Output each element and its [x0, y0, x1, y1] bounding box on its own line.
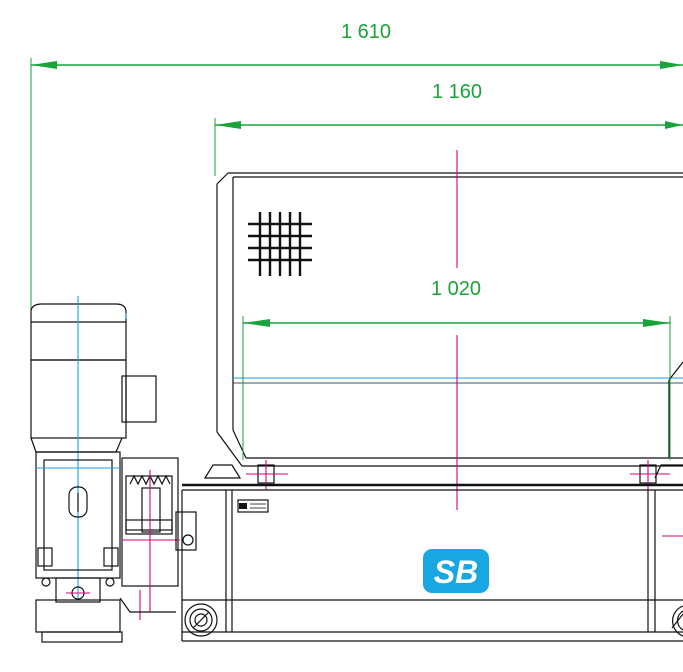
- hopper: [216, 172, 683, 467]
- dimension-label-hopper: 1 160: [432, 81, 482, 103]
- dimension-overall-width: 1 610: [30, 21, 683, 312]
- dimension-inner-width: 1 020: [242, 278, 671, 460]
- base-frame: [181, 483, 683, 642]
- gearbox: [35, 451, 141, 643]
- dimension-hopper-width: 1 160: [214, 81, 683, 176]
- brand-logo: SB: [423, 549, 489, 593]
- dimension-label-inner: 1 020: [431, 278, 481, 300]
- nameplate: [237, 499, 269, 513]
- dimension-label-overall: 1 610: [341, 21, 391, 43]
- bearing-left: [184, 603, 218, 637]
- brand-logo-text: SB: [434, 554, 478, 590]
- coupling: [119, 457, 197, 613]
- motor: [30, 296, 157, 600]
- bearing-right: [671, 605, 683, 637]
- vent-grid: [248, 212, 312, 276]
